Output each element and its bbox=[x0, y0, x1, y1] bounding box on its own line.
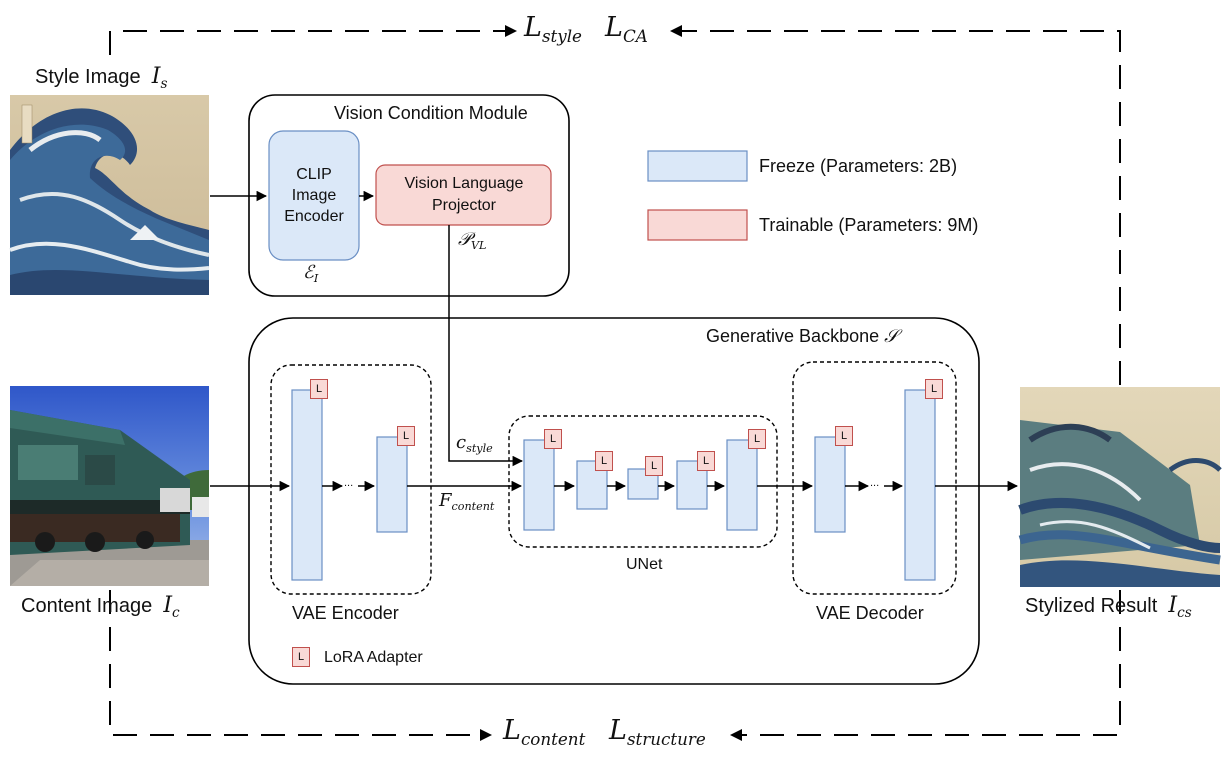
vision-language-projector-box bbox=[375, 164, 552, 226]
loss-loop bbox=[109, 30, 1121, 736]
vae-encoder-block-2 bbox=[376, 436, 408, 533]
projector-symbol: 𝒫VL bbox=[458, 229, 487, 252]
lora-legend-icon: L bbox=[292, 647, 310, 667]
loss-arrow-top-left bbox=[505, 25, 517, 37]
legend-trainable-label: Trainable (Parameters: 9M) bbox=[759, 215, 979, 235]
unet-block-1 bbox=[523, 439, 555, 531]
clip-encoder-label: CLIP Image Encoder bbox=[284, 165, 344, 225]
loss-loop-bottom-left bbox=[109, 590, 490, 736]
stylized-result-image bbox=[1018, 387, 1222, 587]
loss-content-label: Lcontent bbox=[503, 715, 586, 749]
unet-frame bbox=[508, 415, 778, 548]
vae-decoder-label: VAE Decoder bbox=[816, 603, 924, 623]
content-image-label: Content Image Ic bbox=[21, 593, 180, 621]
lora-adapter-icon: L bbox=[595, 451, 613, 471]
lora-adapter-icon: L bbox=[645, 456, 663, 476]
loss-loop-bottom-right bbox=[738, 590, 1121, 736]
loss-structure-label: Lstructure bbox=[609, 715, 706, 749]
legend-freeze-label: Freeze (Parameters: 2B) bbox=[759, 156, 958, 176]
style-image-label: Style Image Is bbox=[35, 64, 168, 92]
vae-decoder-block-2 bbox=[904, 389, 936, 581]
vae-encoder-block-1 bbox=[291, 389, 323, 581]
vision-module-title: Vision Condition Module bbox=[334, 103, 528, 123]
lora-adapter-icon: L bbox=[397, 426, 415, 446]
unet-block-5 bbox=[726, 439, 758, 531]
encoder-ellipsis: ... bbox=[344, 477, 354, 489]
vae-decoder-block-1 bbox=[814, 436, 846, 533]
lora-legend-label: LoRA Adapter bbox=[324, 649, 423, 666]
c-style-label: cstyle bbox=[456, 432, 493, 455]
backbone-title: Generative Backbone 𝒮 bbox=[706, 326, 899, 347]
loss-loop-top-left bbox=[109, 30, 515, 55]
lora-adapter-icon: L bbox=[697, 451, 715, 471]
lora-adapter-icon: L bbox=[835, 426, 853, 446]
projector-label: Vision Language Projector bbox=[404, 175, 524, 214]
lora-adapter-icon: L bbox=[925, 379, 943, 399]
vae-encoder-label: VAE Encoder bbox=[292, 603, 399, 623]
lora-adapter-icon: L bbox=[748, 429, 766, 449]
lora-adapter-icon: L bbox=[544, 429, 562, 449]
decoder-ellipsis: ... bbox=[870, 477, 880, 489]
loss-ca-label: LCA bbox=[605, 12, 648, 46]
loss-loop-top-right bbox=[678, 30, 1121, 385]
loss-arrow-bottom-left bbox=[480, 729, 492, 741]
unet-block-2 bbox=[576, 460, 608, 510]
style-image bbox=[9, 95, 210, 295]
loss-arrow-top-right bbox=[670, 25, 682, 37]
vae-encoder-frame bbox=[270, 364, 432, 595]
lora-adapter-icon: L bbox=[310, 379, 328, 399]
f-content-label: Fcontent bbox=[439, 490, 495, 513]
unet-label: UNet bbox=[626, 556, 663, 573]
legend-trainable-swatch bbox=[647, 209, 748, 241]
loss-arrow-bottom-right bbox=[730, 729, 742, 741]
loss-style-label: Lstyle bbox=[524, 12, 582, 46]
generative-backbone-frame bbox=[248, 317, 980, 685]
clip-encoder-symbol: ℰI bbox=[303, 262, 319, 285]
stylized-result-label: Stylized Result Ics bbox=[1025, 593, 1192, 621]
content-image bbox=[10, 386, 209, 586]
legend-freeze-swatch bbox=[647, 150, 748, 182]
